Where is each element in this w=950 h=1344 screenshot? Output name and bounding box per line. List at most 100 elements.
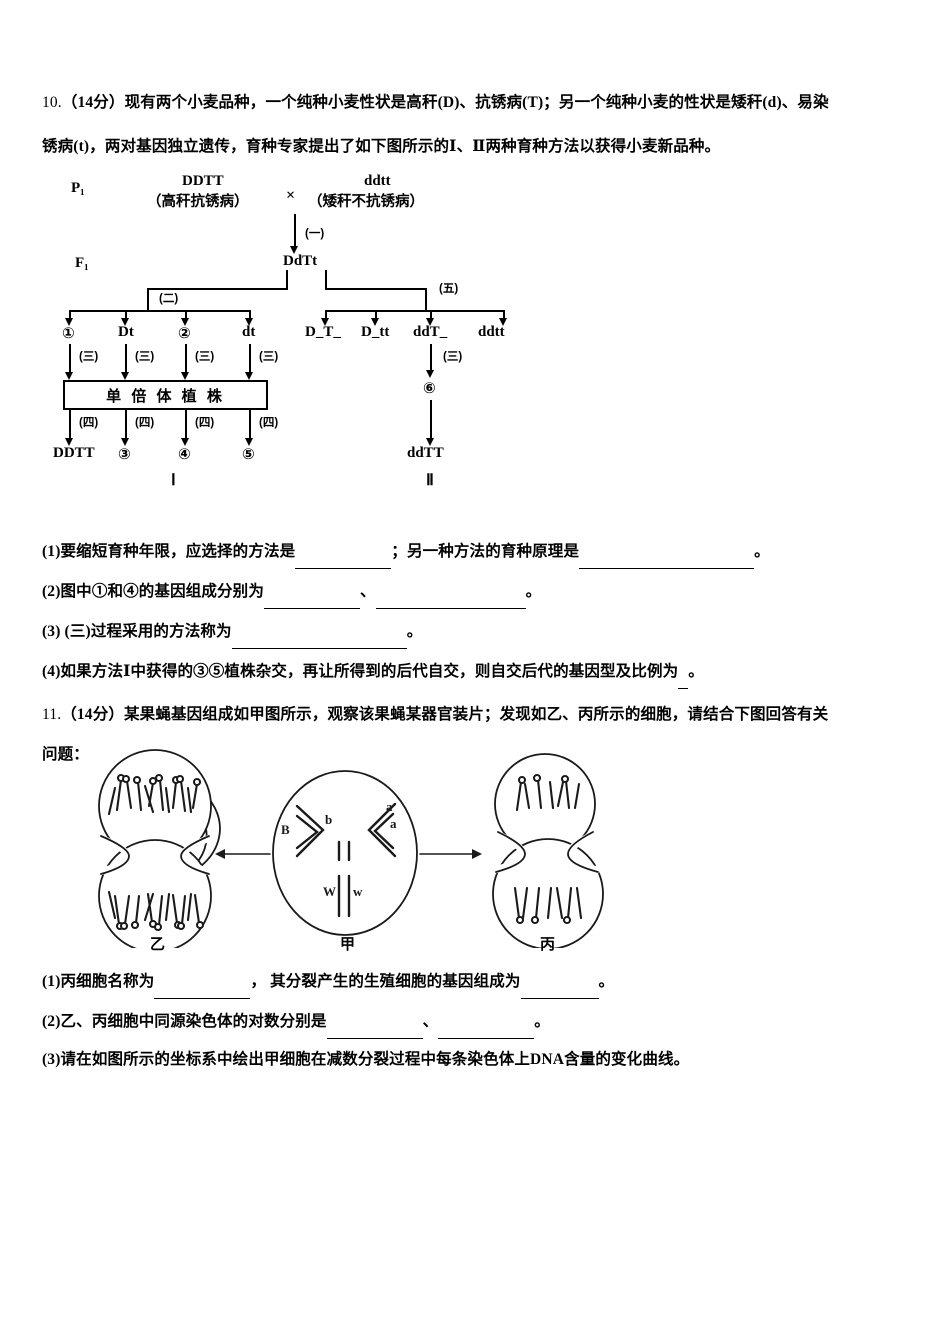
step-six-arrow-upper: [425, 370, 434, 378]
cross-symbol: ×: [286, 187, 296, 204]
cell-jia-chromosome-short: [337, 840, 351, 862]
sub-4-blank-1[interactable]: [678, 673, 689, 689]
step-three-arrow-2: [120, 372, 129, 380]
sub-1-text-b: ；另一种方法的育种原理是: [391, 543, 580, 560]
gene-label-B: B: [281, 822, 290, 837]
step-two-label: (二): [159, 293, 179, 305]
q11-sub-2-label: (2): [42, 1013, 61, 1030]
q11-sub-2-text-c: 。: [534, 1013, 550, 1030]
f1-left-drop: [147, 288, 149, 312]
gene-label-a-lower: a: [390, 816, 397, 831]
step-four-label-1: (四): [79, 417, 99, 429]
gamete-tick-3: [185, 310, 187, 322]
step-three-label-1: (三): [79, 351, 99, 363]
cell-jia-chromosome-aa: [367, 802, 397, 858]
step-six-line-lower: [430, 400, 432, 442]
sub-1-blank-2[interactable]: [579, 553, 755, 569]
q11-sub-2-blank-1[interactable]: [326, 1023, 423, 1039]
cell-bing-chromosomes-lower: [513, 886, 583, 925]
offspring-i-2: ③: [118, 445, 131, 463]
cell-yi-chromosomes-upper: [107, 773, 202, 816]
question-10-sub-4: (4)如果方法Ⅰ中获得的③⑤植株杂交，再让所得到的后代自交，则自交后代的基因型及…: [42, 655, 917, 689]
sub-1-text-a: 要缩短育种年限，应选择的方法是: [60, 543, 296, 560]
f2-genotype-2: D_tt: [361, 324, 390, 340]
gene-label-w: w: [353, 884, 363, 899]
question-10-stem-cont: 锈病(t)，两对基因独立遗传，育种专家提出了如下图所示的Ⅰ、Ⅱ两种育种方法以获得…: [42, 130, 917, 164]
gamete-tick-4: [249, 310, 251, 322]
sub-2-label: (2): [42, 583, 61, 600]
gene-label-W: W: [323, 884, 336, 899]
question-11-score: （14分）: [61, 706, 125, 723]
haploid-plant-box: 单 倍 体 植 株: [63, 380, 268, 410]
question-11-stem-cont: 问题：: [42, 738, 917, 772]
sub-2-text-b: 、: [359, 583, 376, 600]
q11-sub-2-blank-2[interactable]: [438, 1023, 535, 1039]
sub-4-label: (4): [42, 663, 61, 680]
gene-label-b: b: [325, 812, 332, 827]
step-four-arrow-3: [180, 438, 189, 446]
question-11-sub-3: (3)请在如图所示的坐标系中绘出甲细胞在减数分裂过程中每条染色体上DNA含量的变…: [42, 1043, 917, 1077]
sub-2-text-a: 图中①和④的基因组成分别为: [60, 583, 264, 600]
cell-diagram-svg: B b a a W w: [96, 749, 604, 948]
question-11-number: 11.: [42, 706, 62, 723]
p-generation-label: P₁: [71, 180, 85, 196]
cell-label-yi: 乙: [150, 936, 166, 953]
gamete-3: ②: [178, 324, 191, 342]
step-three-arrow-3: [180, 372, 189, 380]
sub-2-blank-2[interactable]: [375, 593, 526, 609]
q11-sub-1-label: (1): [42, 973, 61, 990]
sub-3-label: (3): [42, 623, 61, 640]
cross-to-f1-arrow: [289, 246, 298, 254]
cell-jia-chromosome-Bb: [295, 804, 325, 858]
f1-generation-label: F₁: [75, 255, 89, 271]
q11-sub-1-blank-1[interactable]: [154, 983, 251, 999]
arrow-jia-to-bing: [419, 849, 482, 859]
parent-right-phenotype: （矮秆不抗锈病）: [308, 194, 424, 210]
sub-4-text-c: 。: [688, 663, 704, 680]
step-three-line-3: [185, 344, 187, 376]
method-label-i: Ⅰ: [171, 472, 176, 489]
q11-sub-1-text-c: 。: [598, 973, 615, 990]
question-10-sub-1: (1)要缩短育种年限，应选择的方法是 ；另一种方法的育种原理是 。: [42, 535, 917, 569]
step-four-label-2: (四): [135, 417, 155, 429]
gamete-4: dt: [242, 324, 256, 340]
gamete-tick-2: [125, 310, 127, 322]
cell-jia-outline: [272, 770, 418, 936]
step-four-line-3: [185, 410, 187, 442]
f2-arrow-4: [498, 318, 507, 326]
sub-3-blank-1[interactable]: [231, 633, 407, 649]
sub-1-label: (1): [42, 543, 61, 560]
step-four-arrow-4: [244, 438, 253, 446]
cell-yi-chromosomes-lower: [107, 890, 205, 932]
sub-2-text-c: 。: [525, 583, 542, 600]
question-10-stem: 10.（14分）现有两个小麦品种，一个纯种小麦性状是高秆(D)、抗锈病(T)；另…: [42, 86, 917, 120]
q11-sub-3-label: (3): [42, 1051, 61, 1068]
gamete-arrow-3: [180, 318, 189, 326]
gene-label-a-upper: a: [386, 799, 393, 814]
question-11-sub-2: (2)乙、丙细胞中同源染色体的对数分别是、。: [42, 1005, 917, 1039]
step-three-arrow-1: [64, 372, 73, 380]
f2-arrow-1: [320, 318, 329, 326]
step-three-label-4: (三): [259, 351, 279, 363]
question-11-sub-1: (1)丙细胞名称为， 其分裂产生的生殖细胞的基因组成为。: [42, 965, 917, 999]
q11-sub-1-text-b: ， 其分裂产生的生殖细胞的基因组成为: [250, 973, 521, 990]
arrow-jia-to-yi: [215, 849, 271, 859]
sub-1-text-c: 。: [754, 543, 770, 560]
cell-bing-chromosomes-upper: [515, 773, 581, 812]
f1-left-horizontal: [147, 288, 288, 290]
question-10-stem-line1: 现有两个小麦品种，一个纯种小麦性状是高秆(D)、抗锈病(T)；另一个纯种小麦的性…: [124, 94, 829, 111]
cell-label-bing: 丙: [540, 936, 556, 953]
sub-1-blank-1[interactable]: [295, 553, 392, 569]
f1-right-stem: [325, 270, 327, 290]
f1-left-stem: [286, 270, 288, 290]
gamete-arrow-4: [244, 318, 253, 326]
parent-left-genotype: DDTT: [182, 173, 224, 189]
f1-genotype: DdTt: [283, 253, 318, 269]
f2-genotype-1: D_T_: [305, 324, 341, 340]
step-four-arrow-2: [120, 438, 129, 446]
q11-sub-1-blank-2[interactable]: [520, 983, 599, 999]
sub-2-blank-1[interactable]: [263, 593, 360, 609]
method-label-ii: Ⅱ: [426, 472, 434, 489]
parent-right-genotype: ddtt: [364, 173, 391, 189]
